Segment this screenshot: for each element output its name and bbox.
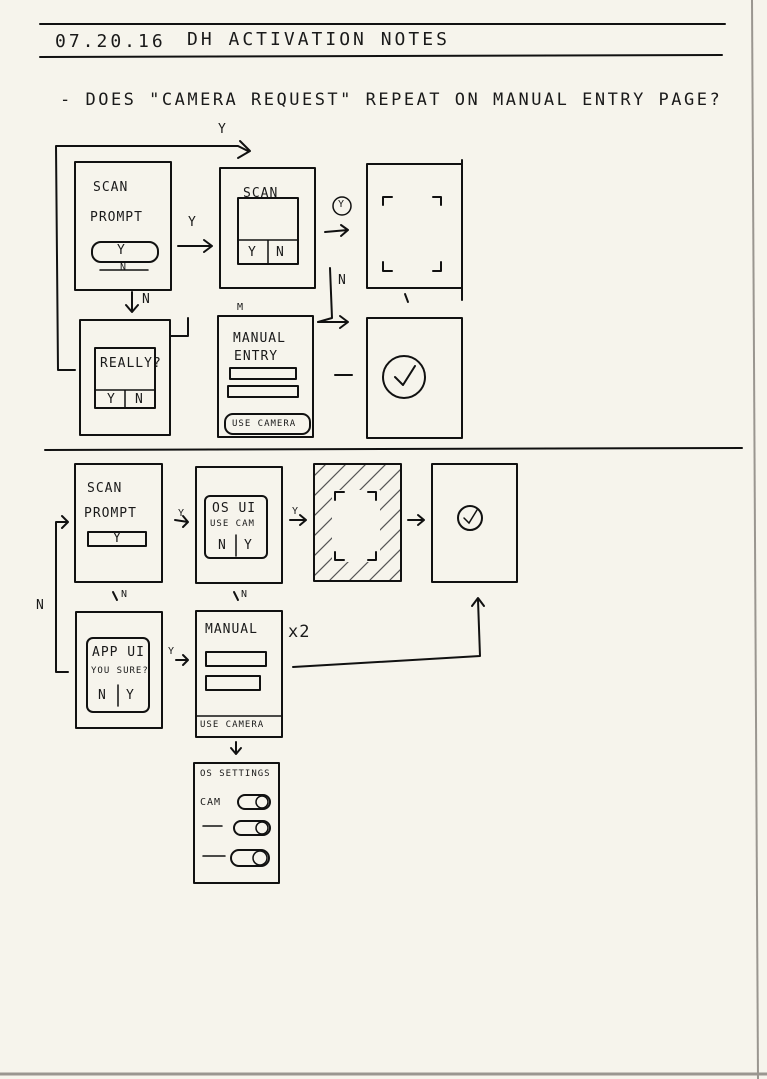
flow2-y3: Y [168, 646, 176, 657]
camera-2-frame [313, 463, 402, 582]
toggle-2 [233, 820, 271, 836]
scan-prompt-n-label: N [120, 262, 128, 273]
os-ui-yes: Y [244, 538, 253, 553]
scan-modal-no: N [276, 245, 285, 260]
scan-prompt-frame [74, 161, 172, 291]
flow2-y2: Y [292, 506, 300, 517]
note-title: DH ACTIVATION NOTES [187, 29, 450, 50]
manual-field-2 [227, 385, 299, 398]
manual-m-label: M [237, 302, 245, 313]
app-ui-no: N [98, 688, 107, 703]
os-ui-dialog [204, 495, 268, 559]
manual-entry-frame [217, 315, 314, 438]
loop-y-label: Y [218, 122, 227, 137]
right-y-label: Y [188, 215, 197, 230]
really-no: N [135, 392, 144, 407]
os-ui-no: N [218, 538, 227, 553]
scan-prompt-line2: PROMPT [90, 210, 143, 225]
scan-prompt-y-button [91, 241, 159, 263]
note-date: 07.20.16 [55, 31, 166, 52]
os-ui-frame [195, 466, 283, 584]
flow2-n2: N [241, 589, 249, 600]
scan-prompt-2-line1: SCAN [87, 481, 123, 496]
scan-prompt-2-y-label: Y [113, 531, 122, 546]
toggle-3 [230, 849, 270, 867]
flow2-side-n: N [36, 598, 45, 613]
success-2-frame [431, 463, 518, 583]
camera-frame [366, 163, 463, 289]
cam-y-label: Y [338, 199, 346, 210]
manual-field-1 [229, 367, 297, 380]
app-ui-dialog [86, 637, 150, 713]
app-ui-line2: YOU SURE? [91, 666, 149, 676]
manual-2-field-2 [205, 675, 261, 691]
app-ui-yes: Y [126, 688, 135, 703]
settings-title: OS SETTINGS [200, 769, 271, 779]
flow2-y1: Y [178, 508, 186, 519]
scan-modal-yes: Y [248, 245, 257, 260]
manual-2-field-1 [205, 651, 267, 667]
scan-prompt-2-frame [74, 463, 163, 583]
note-question: - DOES "CAMERA REQUEST" REPEAT ON MANUAL… [60, 90, 723, 110]
settings-cam-label: CAM [200, 797, 222, 808]
really-frame [79, 319, 171, 436]
really-yes: Y [107, 392, 116, 407]
manual-camera-button [224, 413, 311, 435]
manual-2-title: MANUAL [205, 622, 258, 637]
scan-modal-frame [219, 167, 316, 289]
success-frame [366, 317, 463, 439]
flow2-n1: N [121, 589, 129, 600]
app-ui-line1: APP UI [92, 645, 145, 660]
scan-prompt-y-label: Y [117, 243, 126, 258]
scan-modal-title: SCAN [243, 186, 279, 201]
scan-prompt-2-line2: PROMPT [84, 506, 137, 521]
manual-line1: MANUAL [233, 331, 286, 346]
scan-prompt-2-y-button [87, 531, 147, 547]
down-n-label: N [142, 292, 151, 307]
app-ui-frame [75, 611, 163, 729]
camera-viewfinder [332, 490, 380, 562]
manual-camera-label: USE CAMERA [232, 419, 297, 429]
cam-toggle [237, 794, 271, 810]
manual-2-times: x2 [288, 622, 311, 642]
os-ui-line2: USE CAM [210, 519, 255, 529]
scan-prompt-line1: SCAN [93, 180, 129, 195]
os-settings-frame [193, 762, 280, 884]
manual-2-camera-label: USE CAMERA [200, 720, 265, 730]
os-ui-line1: OS UI [212, 501, 257, 516]
manual-line2: ENTRY [234, 349, 279, 364]
cam-n-label: N [338, 273, 347, 288]
manual-2-frame [195, 610, 283, 738]
really-title: REALLY? [100, 356, 162, 371]
